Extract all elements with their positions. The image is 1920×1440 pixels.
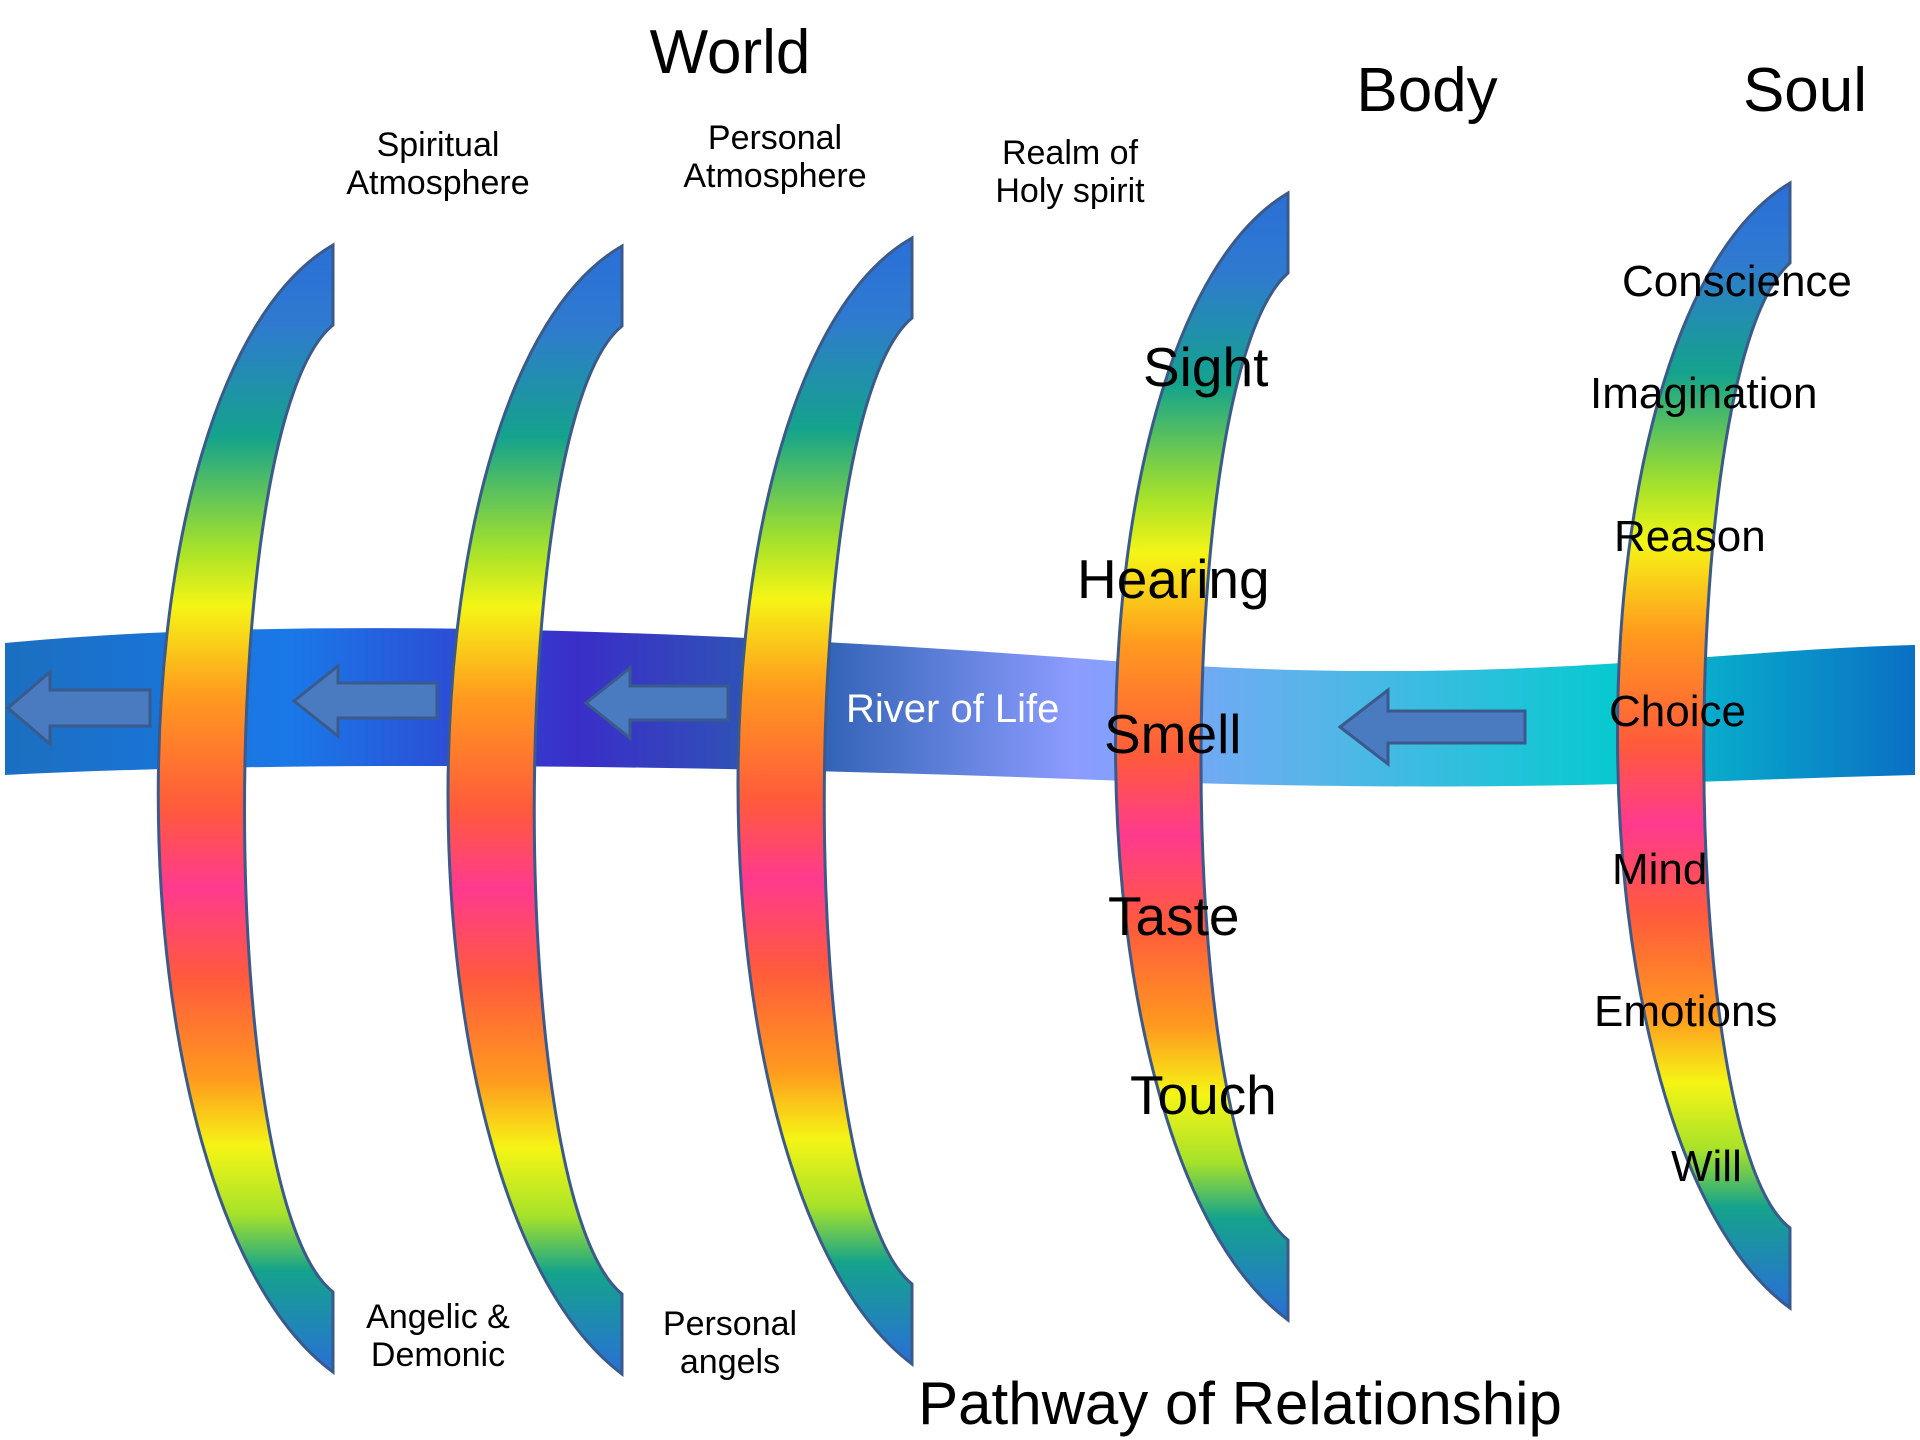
label-angelic-demonic: Angelic & Demonic bbox=[366, 1298, 510, 1374]
sense-hearing: Hearing bbox=[1077, 548, 1270, 610]
river-arrow-1 bbox=[5, 668, 152, 748]
label-personal-angels: Personal angels bbox=[662, 1305, 798, 1381]
label-spiritual-atmosphere: Spiritual Atmosphere bbox=[346, 126, 530, 202]
river-arrow-3 bbox=[583, 664, 730, 742]
soul-imagination: Imagination bbox=[1590, 369, 1818, 418]
soul-reason: Reason bbox=[1614, 512, 1766, 561]
heading-body: Body bbox=[1356, 56, 1498, 125]
river-arrow-4 bbox=[1337, 686, 1527, 768]
pathway-title: Pathway of Relationship bbox=[918, 1370, 1562, 1437]
heading-world: World bbox=[649, 18, 811, 87]
arc-spiritual-atmosphere bbox=[156, 242, 335, 1375]
heading-soul: Soul bbox=[1742, 56, 1868, 125]
sense-taste: Taste bbox=[1108, 885, 1240, 947]
soul-conscience: Conscience bbox=[1622, 257, 1852, 306]
sense-sight: Sight bbox=[1143, 336, 1269, 398]
soul-emotions: Emotions bbox=[1594, 987, 1778, 1036]
label-personal-atmosphere: Personal Atmosphere bbox=[683, 119, 867, 195]
arc-body bbox=[1114, 190, 1290, 1323]
arc-soul bbox=[1616, 180, 1792, 1311]
arc-holy-spirit bbox=[736, 235, 914, 1368]
soul-choice: Choice bbox=[1609, 687, 1746, 736]
sense-smell: Smell bbox=[1104, 703, 1242, 765]
river-of-life-label: River of Life bbox=[846, 687, 1060, 731]
arc-personal-atmosphere bbox=[446, 243, 624, 1378]
river-arrow-2 bbox=[291, 662, 439, 740]
sense-touch: Touch bbox=[1130, 1064, 1277, 1126]
soul-will: Will bbox=[1671, 1142, 1742, 1191]
label-realm-of-holy-spirit: Realm of Holy spirit bbox=[995, 134, 1145, 210]
soul-mind: Mind bbox=[1612, 845, 1708, 894]
